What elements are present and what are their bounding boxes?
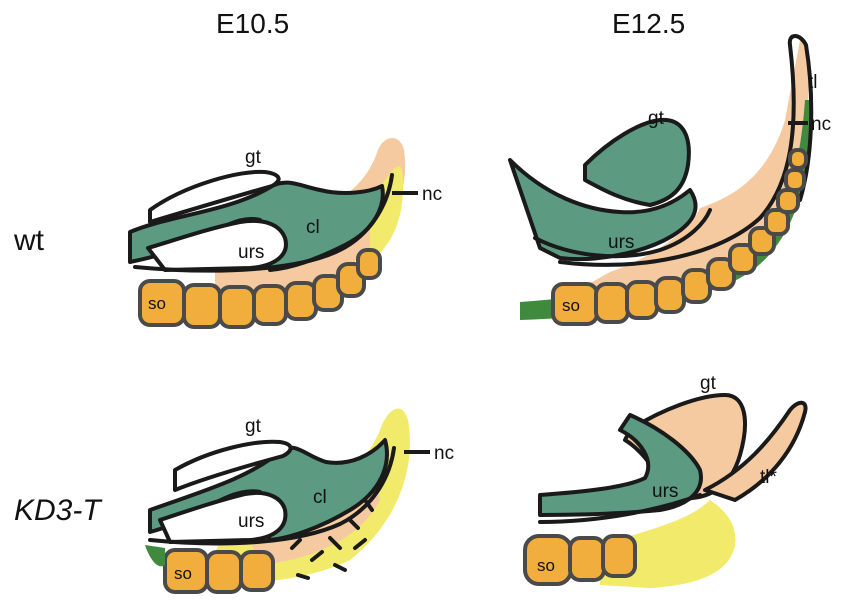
label-cl: cl [306,217,320,238]
label-so: so [562,296,580,315]
label-gt: gt [700,373,717,394]
somite [627,282,657,318]
label-urs: urs [652,481,678,502]
somite [358,250,380,278]
row-header-wt: wt [13,224,45,257]
somite [786,170,804,190]
somite [254,286,286,324]
row-header-kd3-t: KD3-T [14,494,103,527]
label-nc: nc [422,184,442,205]
label-so: so [174,564,192,583]
label-urs: urs [238,511,264,532]
genital-tubercle [585,120,689,205]
label-urs: urs [238,242,264,263]
label-nc: nc [811,114,831,135]
somite [286,283,316,319]
panel-wt-e12-5: gt tl nc urs so [510,36,831,324]
label-cl: cl [313,487,327,508]
somite [241,552,273,590]
label-gt: gt [245,147,262,168]
somite-fragment [298,575,308,578]
panel-kd3-t-e10-5: gt nc cl urs so [145,409,454,592]
label-gt: gt [648,108,665,129]
panel-wt-e10-5: gt nc cl urs so [130,138,442,327]
somite [778,190,798,212]
label-gt: gt [245,416,262,437]
column-header-e12-5: E12.5 [612,8,685,39]
green-edge [145,545,165,566]
column-header-e10-5: E10.5 [216,8,289,39]
somite [570,538,604,580]
somite-fragment [335,565,345,570]
somite [207,552,241,592]
label-urs: urs [608,232,634,253]
label-tl: tl [808,72,818,93]
somite [656,278,684,312]
panel-kd3-t-e12-5: gt urs tl* so [525,373,806,588]
somite [596,284,628,322]
label-so: so [537,556,555,575]
label-tl-star: tl* [760,467,778,488]
somite [220,287,254,327]
somite [184,285,220,327]
label-so: so [148,294,166,313]
somite [790,150,806,168]
label-nc: nc [434,443,454,464]
somite [603,536,635,576]
somite [683,270,710,302]
